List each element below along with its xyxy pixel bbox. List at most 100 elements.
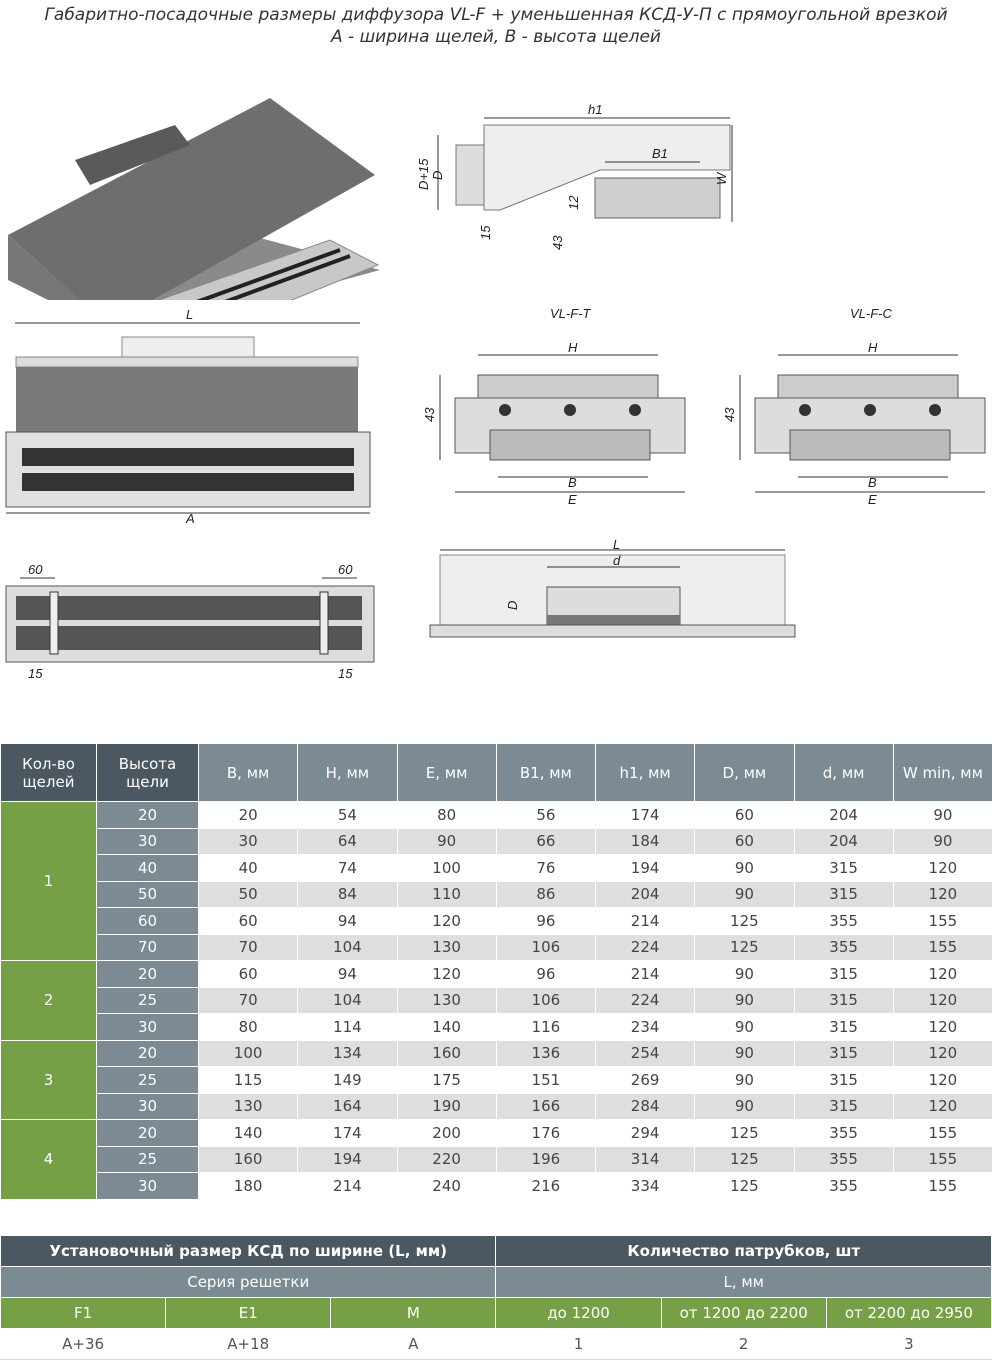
value-cell: 66 [495, 827, 597, 855]
value-cell: 140 [396, 1013, 497, 1041]
slot-height-cell: 20 [96, 1119, 199, 1147]
value-cell: 60 [197, 960, 299, 988]
value-cell: 355 [793, 1119, 894, 1147]
value-cell: 120 [892, 1092, 992, 1120]
value-cell: 130 [396, 986, 497, 1014]
value-cell: 84 [297, 880, 398, 908]
value-cell: 194 [297, 1145, 398, 1173]
value-cell: 2 [660, 1328, 827, 1360]
value-cell: 80 [396, 801, 497, 829]
slot-height-cell: 70 [96, 933, 199, 961]
slot-count-cell: 3 [0, 1039, 97, 1120]
value-cell: 200 [396, 1119, 497, 1147]
value-cell: 214 [594, 960, 696, 988]
value-cell: 315 [793, 1092, 894, 1120]
dimension-label: 43 [550, 235, 565, 250]
dimension-label: D [430, 171, 445, 180]
value-cell: 90 [694, 854, 795, 882]
dimension-label: D+15 [416, 158, 431, 190]
value-cell: 120 [892, 1013, 992, 1041]
slot-height-cell: 20 [96, 960, 199, 988]
value-cell: 140 [197, 1119, 299, 1147]
value-cell: 224 [594, 986, 696, 1014]
value-cell: 134 [297, 1039, 398, 1067]
value-cell: 136 [495, 1039, 597, 1067]
value-cell: 96 [495, 907, 597, 935]
top-view-drawing: L d D [429, 537, 796, 638]
column-header: B, мм [197, 743, 299, 802]
slot-height-cell: 25 [96, 986, 199, 1014]
header-install-size: Установочный размер КСД по ширине (L, мм… [0, 1235, 497, 1267]
value-cell: 269 [594, 1066, 696, 1094]
value-cell: 54 [297, 801, 398, 829]
value-cell: A+18 [165, 1328, 332, 1360]
value-cell: 176 [495, 1119, 597, 1147]
value-cell: 334 [594, 1172, 696, 1200]
value-cell: 130 [396, 933, 497, 961]
value-cell: 86 [495, 880, 597, 908]
vl-f-t-section: VL-F-T H 43 B E [422, 306, 686, 507]
value-cell: 180 [197, 1172, 299, 1200]
value-cell: 90 [694, 1039, 795, 1067]
dimension-label: h1 [588, 102, 602, 117]
slot-height-cell: 30 [96, 827, 199, 855]
slot-height-cell: 20 [96, 1039, 199, 1067]
dimension-label: 15 [478, 225, 493, 240]
slot-count-cell: 2 [0, 960, 97, 1041]
value-cell: 90 [694, 960, 795, 988]
value-cell: 194 [594, 854, 696, 882]
value-cell: 130 [197, 1092, 299, 1120]
value-cell: 234 [594, 1013, 696, 1041]
slot-height-cell: 30 [96, 1172, 199, 1200]
dimension-label: B [868, 475, 877, 490]
value-cell: 149 [297, 1066, 398, 1094]
value-cell: 125 [694, 1119, 795, 1147]
value-cell: 315 [793, 1066, 894, 1094]
value-cell: 240 [396, 1172, 497, 1200]
dimension-label: 60 [28, 562, 43, 577]
dimension-label: VL-F-T [550, 306, 592, 321]
value-cell: 1 [495, 1328, 662, 1360]
column-header: W min, мм [892, 743, 992, 802]
value-cell: 120 [892, 854, 992, 882]
value-cell: 90 [694, 1092, 795, 1120]
dimension-label: 43 [422, 407, 437, 422]
value-cell: 220 [396, 1145, 497, 1173]
value-cell: 355 [793, 1145, 894, 1173]
column-header: от 1200 до 2200 [660, 1297, 827, 1329]
dimension-label: 60 [338, 562, 353, 577]
value-cell: 56 [495, 801, 597, 829]
bottom-view-drawing: 60 60 15 15 [5, 562, 375, 681]
value-cell: 214 [297, 1172, 398, 1200]
value-cell: 120 [396, 960, 497, 988]
side-section-drawing: h1 B1 D+15 D W 12 15 43 [416, 102, 733, 250]
value-cell: 125 [694, 1145, 795, 1173]
value-cell: 76 [495, 854, 597, 882]
value-cell: 90 [892, 827, 992, 855]
value-cell: 196 [495, 1145, 597, 1173]
value-cell: 174 [297, 1119, 398, 1147]
value-cell: 50 [197, 880, 299, 908]
value-cell: 315 [793, 1013, 894, 1041]
value-cell: 315 [793, 1039, 894, 1067]
value-cell: 120 [892, 960, 992, 988]
slot-count-cell: 4 [0, 1119, 97, 1200]
subheader-series: Серия решетки [0, 1266, 497, 1298]
value-cell: 40 [197, 854, 299, 882]
slot-height-cell: 40 [96, 854, 199, 882]
value-cell: 96 [495, 960, 597, 988]
value-cell: 70 [197, 986, 299, 1014]
column-header: Высота щели [96, 743, 199, 802]
value-cell: 155 [892, 1119, 992, 1147]
value-cell: 110 [396, 880, 497, 908]
dimension-label: A [185, 511, 195, 525]
value-cell: 224 [594, 933, 696, 961]
